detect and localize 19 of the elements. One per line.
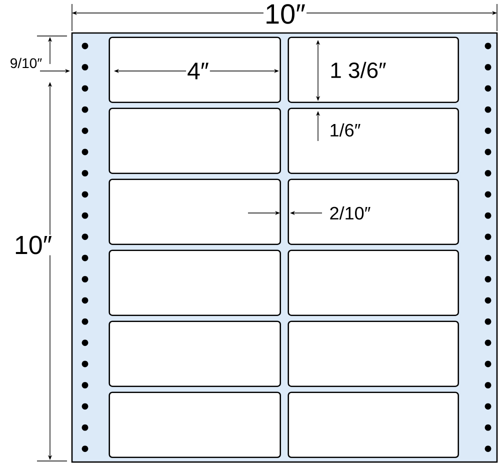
label-box <box>108 320 281 387</box>
label-box <box>288 392 459 458</box>
dimension-text: 1 3/6″ <box>331 62 386 78</box>
dimension-text: 10″ <box>12 234 54 256</box>
label-box <box>108 250 281 316</box>
dimension-text: 9/10″ <box>10 58 42 68</box>
label-box <box>288 320 459 387</box>
dimension-text: 4″ <box>186 62 210 80</box>
dimension-text: 2/10″ <box>330 206 370 220</box>
label-box <box>288 178 459 245</box>
dimension-text: 1/6″ <box>330 123 360 137</box>
label-box <box>288 108 459 174</box>
label-box <box>108 392 281 458</box>
label-box <box>288 250 459 316</box>
dimension-text: 10″ <box>263 3 307 25</box>
label-box <box>108 178 281 245</box>
label-box <box>288 36 459 103</box>
label-box <box>108 36 281 103</box>
label-box <box>108 108 281 174</box>
